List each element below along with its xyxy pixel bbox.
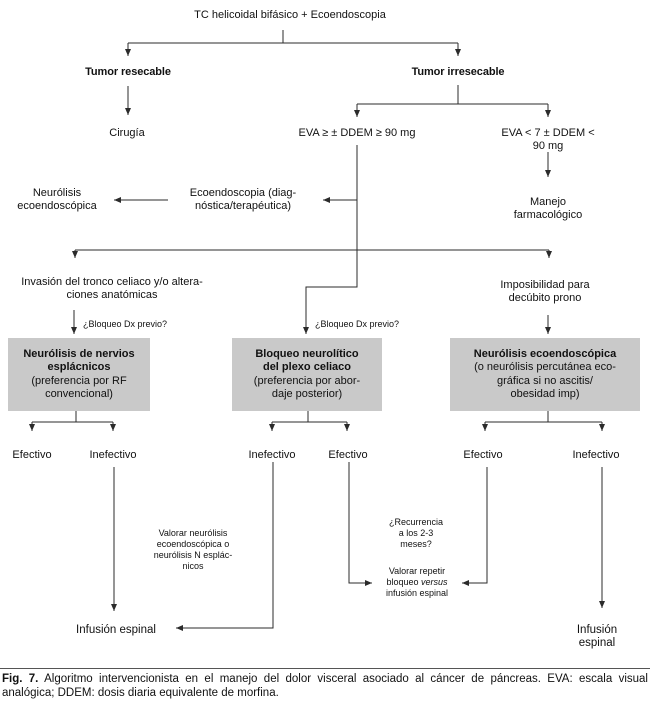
edge-irresecable-split (357, 85, 548, 105)
box-neurolisis-esplacnicos-subtitle: (preferencia por RF convencional) (31, 374, 127, 401)
edge-box3-split (485, 411, 602, 423)
outcome-box1-inefectivo: Inefectivo (89, 449, 137, 461)
tumor-resecable-node: Tumor resecable (85, 66, 171, 78)
edge-evahigh-trunk-to-plexo-box (303, 145, 358, 334)
root-node: TC helicoidal bifásico + Ecoendoscopia (194, 9, 386, 21)
bloqueo-dx-previo-left-label: ¿Bloqueo Dx previo? (83, 319, 168, 329)
figure-caption: Fig. 7. Algoritmo intervencionista en el… (2, 673, 648, 700)
valorar-repetir-post: infusión espinal (385, 588, 449, 598)
edge-box2-split (272, 411, 347, 423)
outcome-box2-inefectivo: Inefectivo (248, 449, 296, 461)
valorar-repetir-pre: Valorar repetir bloqueo (386, 566, 446, 587)
valorar-repetir-annotation: Valorar repetir bloqueo versus infusión … (386, 566, 448, 599)
bloqueo-dx-previo-center-label: ¿Bloqueo Dx previo? (315, 319, 400, 329)
tumor-irresecable-node: Tumor irresecable (411, 66, 505, 78)
infusion-espinal-left-node: Infusión espinal (76, 624, 156, 636)
box-neurolisis-ecoendoscopica-title: Neurólisis ecoendoscópica (473, 347, 617, 360)
box-neurolisis-esplacnicos-title: Neurólisis de nervios esplácnicos (23, 347, 135, 374)
cirugia-node: Cirugía (109, 127, 145, 139)
manejo-farmacologico-node: Manejo farmacológico (513, 196, 583, 221)
edge-efectivo3-valorar (462, 467, 488, 586)
infusion-espinal-right-node: Infusión espinal (576, 624, 618, 649)
valorar-neurolisis-annotation: Valorar neurólisis ecoendoscópica o neur… (153, 528, 233, 571)
box-bloqueo-plexo-title: Bloqueo neurolítico del plexo celiaco (255, 347, 359, 374)
caption-divider (0, 668, 650, 669)
ecoendoscopia-diag-node: Ecoendoscopia (diag- nóstica/terapéutica… (189, 187, 297, 212)
eva-low-node: EVA < 7 ± DDEM < 90 mg (501, 127, 595, 152)
edge-root-split (128, 30, 458, 44)
imposibilidad-decubito-node: Imposibilidad para decúbito prono (500, 279, 590, 304)
box-bloqueo-plexo-subtitle: (preferencia por abor- daje posterior) (253, 374, 361, 401)
neurolisis-ecoendoscopica-node: Neurólisis ecoendoscópica (17, 187, 97, 212)
outcome-box1-efectivo: Efectivo (12, 449, 52, 461)
outcome-box3-efectivo: Efectivo (463, 449, 503, 461)
outcome-box2-efectivo: Efectivo (328, 449, 368, 461)
valorar-repetir-versus: versus (421, 577, 448, 587)
edge-efectivo2-valorar (348, 462, 372, 586)
recurrencia-annotation: ¿Recurrencia a los 2-3 meses? (388, 517, 444, 549)
invasion-tronco-node: Invasión del tronco celiaco y/o altera- … (21, 276, 203, 301)
box-bloqueo-plexo: Bloqueo neurolítico del plexo celiaco (p… (232, 338, 382, 411)
outcome-box3-inefectivo: Inefectivo (572, 449, 620, 461)
box-neurolisis-esplacnicos: Neurólisis de nervios esplácnicos (prefe… (8, 338, 150, 411)
box-neurolisis-ecoendoscopica: Neurólisis ecoendoscópica (o neurólisis … (450, 338, 640, 411)
edge-box1-split (32, 411, 113, 423)
box-neurolisis-ecoendoscopica-subtitle: (o neurólisis percutánea eco- gráfica si… (474, 361, 616, 400)
figure-caption-text: Algoritmo intervencionista en el manejo … (2, 673, 648, 699)
eva-high-node: EVA ≥ ± DDEM ≥ 90 mg (298, 127, 416, 139)
figure-caption-label: Fig. 7. (2, 673, 39, 685)
edge-inefectivo2-infusion (176, 462, 274, 631)
